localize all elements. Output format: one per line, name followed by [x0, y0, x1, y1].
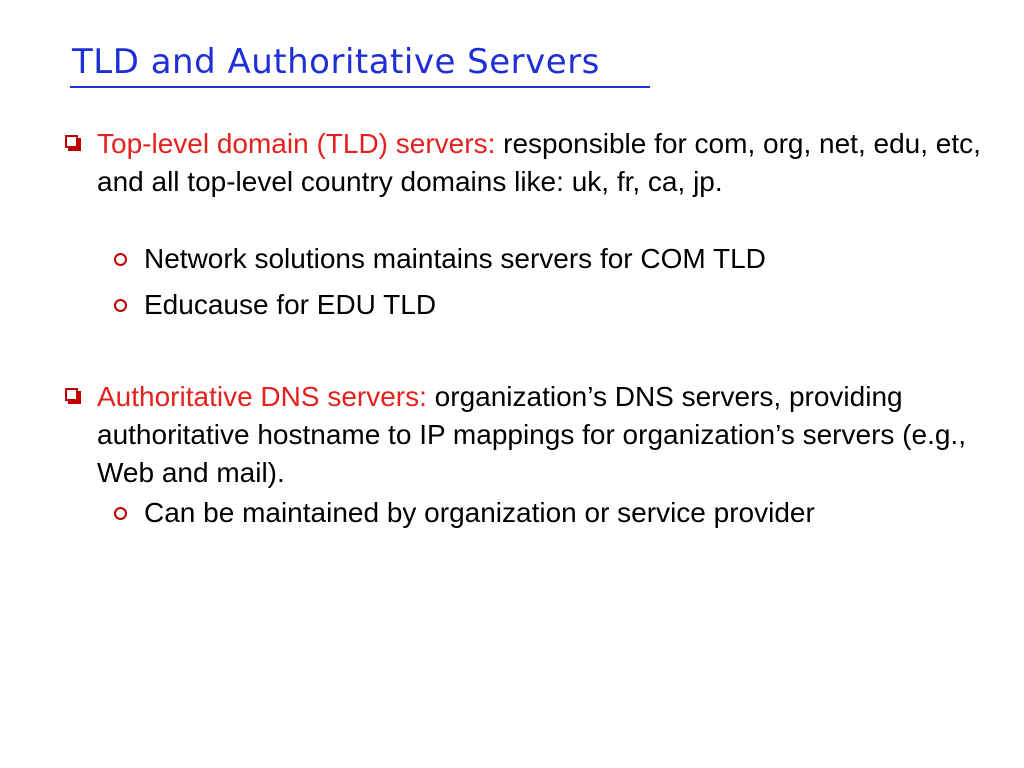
subbullet-maintained-by: Can be maintained by organization or ser… [114, 494, 1004, 532]
slide-title: TLD and Authoritative Servers [72, 42, 600, 82]
bullet-text: organization’s DNS servers, providing au… [97, 381, 966, 488]
square-bullet-icon [65, 135, 81, 151]
bullet-lead: Authoritative DNS servers: [97, 381, 435, 412]
circle-bullet-icon [114, 507, 127, 520]
circle-bullet-icon [114, 299, 127, 312]
bullet-authoritative-servers: Authoritative DNS servers: organization’… [65, 378, 997, 492]
subbullet-text: Can be maintained by organization or ser… [144, 497, 815, 528]
bullet-lead: Top-level domain (TLD) servers: [97, 128, 504, 159]
bullet-text: responsible for com, org, net, edu, etc,… [97, 128, 981, 197]
subbullet-educause: Educause for EDU TLD [114, 286, 1004, 324]
square-bullet-icon [65, 388, 81, 404]
subbullet-text: Network solutions maintains servers for … [144, 243, 766, 274]
title-underline [70, 86, 650, 88]
circle-bullet-icon [114, 253, 127, 266]
bullet-tld-servers: Top-level domain (TLD) servers: responsi… [65, 125, 997, 201]
subbullet-network-solutions: Network solutions maintains servers for … [114, 240, 1004, 278]
subbullet-text: Educause for EDU TLD [144, 289, 437, 320]
